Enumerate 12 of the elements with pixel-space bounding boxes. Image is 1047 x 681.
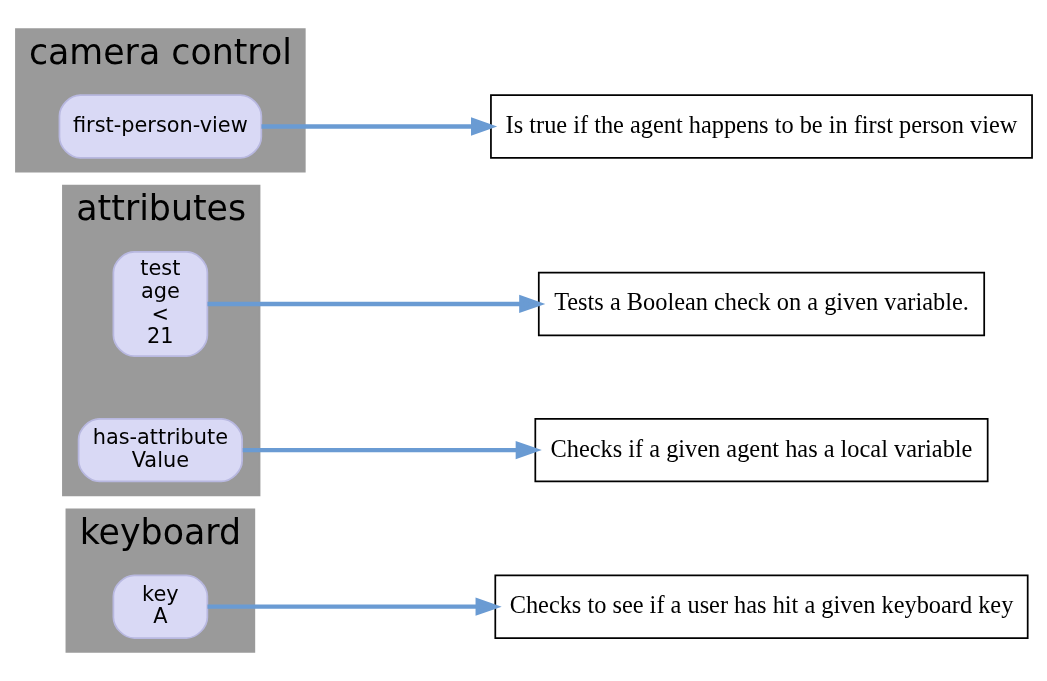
node-box: Tests a Boolean check on a given variable. (537, 271, 985, 337)
node-box: first-person-view (58, 94, 262, 159)
node-box: key A (112, 574, 208, 639)
node-box: test age < 21 (112, 250, 208, 358)
node-box: Checks if a given agent has a local variable (533, 417, 989, 483)
node-box: has-attribute Value (77, 417, 243, 483)
node-box: Checks to see if a user has hit a given keyboard key (493, 574, 1029, 639)
arrow (207, 597, 502, 616)
arrow (207, 294, 545, 314)
arrow (260, 117, 497, 136)
arrow (242, 440, 542, 460)
node-box: Is true if the agent happens to be in first person view (489, 94, 1033, 159)
